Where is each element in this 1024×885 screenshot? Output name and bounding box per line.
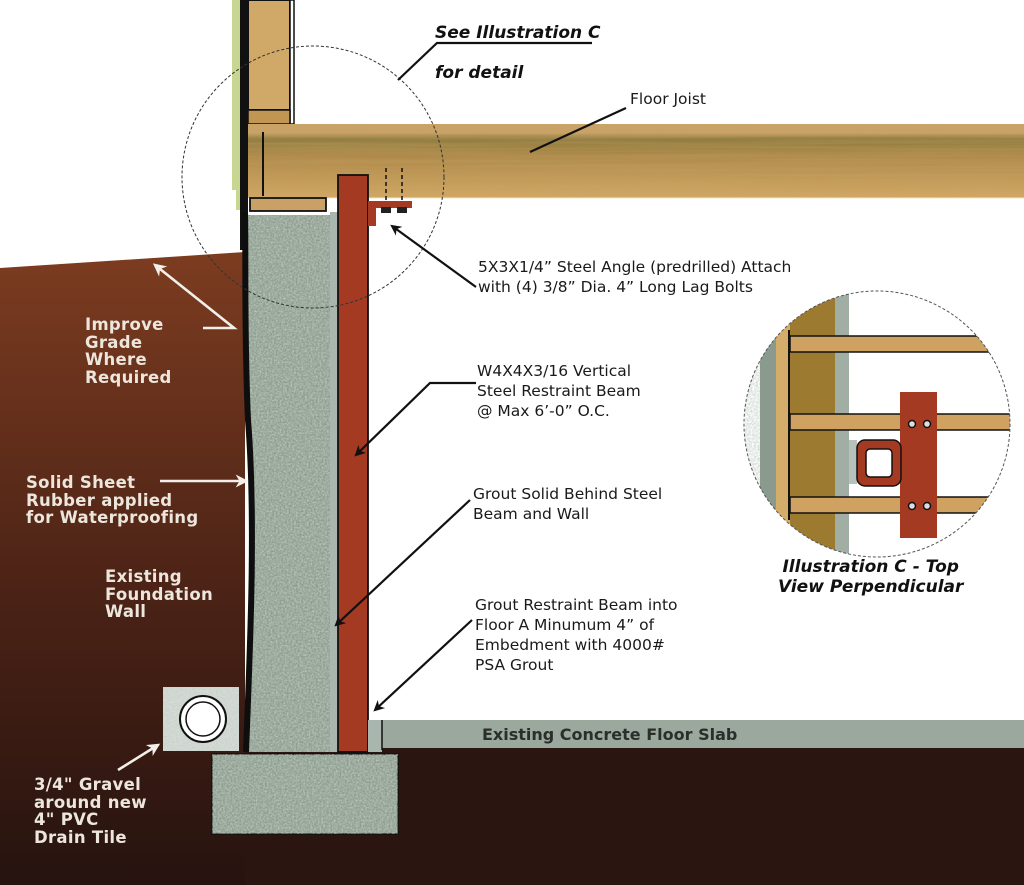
label-floor-joist: Floor Joist [630, 90, 707, 108]
white-arrows [117, 263, 249, 772]
foundation-wall [242, 211, 338, 753]
label-rubber-sheet: Solid Sheet Rubber applied for Waterproo… [26, 473, 199, 527]
callout-line-2: for detail [435, 63, 524, 83]
label-foundation-wall: Existing Foundation Wall [105, 567, 214, 621]
footing [211, 753, 399, 835]
floor-joist [248, 124, 1024, 199]
label-vertical-beam: W4X4X3/16 Vertical Steel Restraint Beam … [477, 362, 641, 420]
label-floor-slab: Existing Concrete Floor Slab [482, 725, 738, 744]
steel-restraint-beam [337, 168, 412, 753]
upper-wall-framing [240, 0, 295, 250]
label-grout-solid: Grout Solid Behind Steel Beam and Wall [473, 485, 663, 523]
label-improve-grade: Improve Grade Where Required [85, 315, 172, 387]
label-grout-floor: Grout Restraint Beam into Floor A Minumu… [475, 596, 678, 674]
leader-lines [334, 41, 627, 712]
concrete-floor-slab [381, 720, 1024, 750]
lag-bolts [381, 168, 407, 213]
drain-tile [163, 687, 239, 751]
label-steel-angle: 5X3X1/4” Steel Angle (predrilled) Attach… [478, 258, 792, 296]
label-gravel-drain: 3/4" Gravel around new 4" PVC Drain Tile [34, 775, 147, 847]
illustration-c-caption: Illustration C - Top View Perpendicular [778, 557, 964, 597]
sill-plate [249, 197, 327, 212]
illustration-c-detail [743, 290, 1011, 558]
callout-see-illustration: See Illustration C for detail [435, 3, 601, 83]
callout-line-1: See Illustration C [435, 23, 601, 43]
detail-circle-indicator [181, 45, 445, 309]
